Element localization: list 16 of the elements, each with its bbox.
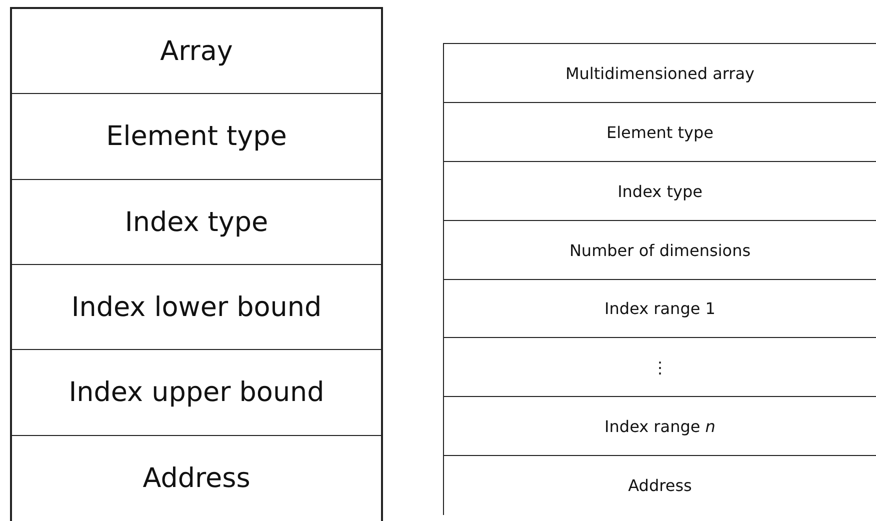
descriptor-field: Element type: [12, 94, 381, 180]
descriptor-field: Index upper bound: [12, 350, 381, 436]
descriptor-field: ⋮: [444, 338, 876, 397]
descriptor-field: Index range n: [444, 397, 876, 456]
descriptor-table: [443, 43, 876, 515]
descriptor-field: Index type: [444, 162, 876, 221]
descriptor-field: Index range 1: [444, 280, 876, 338]
descriptor-table: [10, 7, 383, 521]
descriptor-field: Index lower bound: [12, 265, 381, 350]
descriptor-field: Multidimensioned array: [444, 44, 876, 103]
descriptor-field: Array: [12, 9, 381, 94]
descriptor-field: Element type: [444, 103, 876, 162]
descriptor-field: Index type: [12, 180, 381, 265]
descriptor-field: Number of dimensions: [444, 221, 876, 280]
descriptor-field: Address: [12, 436, 381, 521]
descriptor-field: Address: [444, 456, 876, 515]
